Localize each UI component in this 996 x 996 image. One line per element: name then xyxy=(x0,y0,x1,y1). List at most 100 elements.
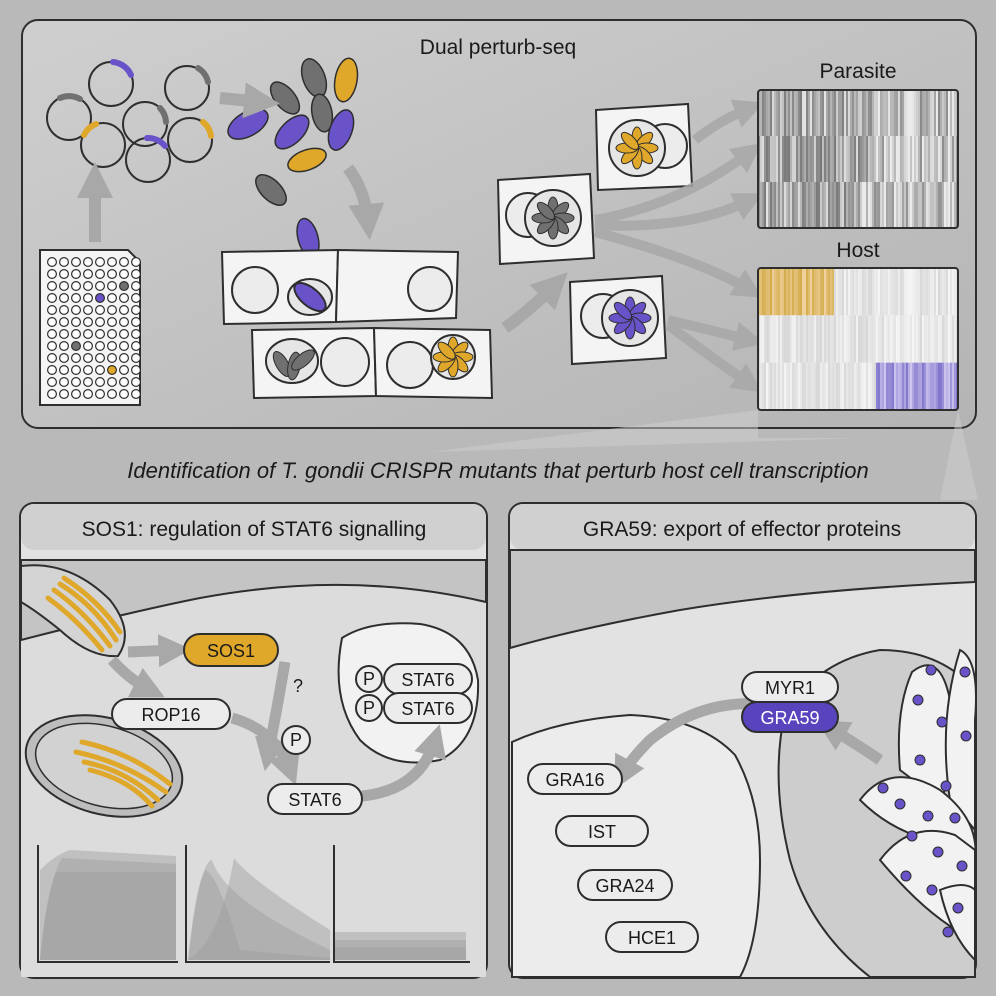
heatmap-cell xyxy=(902,136,904,182)
heatmap-cell xyxy=(798,268,800,316)
well xyxy=(118,329,129,340)
heatmap-cell xyxy=(930,182,932,228)
heatmap-cell xyxy=(776,268,778,316)
heatmap-cell xyxy=(910,90,912,136)
heatmap-cell xyxy=(826,90,828,136)
heatmap-cell xyxy=(814,182,816,228)
heatmap-cell xyxy=(834,315,836,363)
heatmap-cell xyxy=(784,362,786,410)
heatmap-cell xyxy=(768,268,770,316)
heatmap-cell xyxy=(822,90,824,136)
heatmap-cell xyxy=(808,315,810,363)
well xyxy=(58,257,69,268)
hce1-pill: HCE1 xyxy=(605,921,699,953)
myr1-pill: MYR1 xyxy=(741,671,839,703)
stat6-dimer-label-2: STAT6 xyxy=(401,699,454,719)
heatmap-cell xyxy=(888,182,890,228)
well xyxy=(118,317,129,328)
well xyxy=(58,377,69,388)
heatmap-cell xyxy=(906,136,908,182)
heatmap-cell xyxy=(944,136,946,182)
heatmap-cell xyxy=(832,136,834,182)
effector-dot xyxy=(900,870,912,882)
heatmap-cell xyxy=(836,136,838,182)
heatmap-cell xyxy=(822,182,824,228)
heatmap-cell xyxy=(796,90,798,136)
heatmap-cell xyxy=(910,362,912,410)
heatmap-cell xyxy=(896,268,898,316)
heatmap-cell xyxy=(886,268,888,316)
heatmap-cell xyxy=(786,362,788,410)
heatmap-cell xyxy=(762,315,764,363)
heatmap-cell xyxy=(954,268,956,316)
effector-dot xyxy=(906,830,918,842)
well xyxy=(58,281,69,292)
heatmap-cell xyxy=(926,136,928,182)
heatmap-cell xyxy=(856,268,858,316)
heatmap-cell xyxy=(776,362,778,410)
heatmap-cell xyxy=(796,182,798,228)
heatmap-cell xyxy=(794,362,796,410)
heatmap-cell xyxy=(892,362,894,410)
heatmap-cell xyxy=(920,362,922,410)
heatmap-cell xyxy=(880,268,882,316)
well xyxy=(70,329,81,340)
heatmap-cell xyxy=(810,362,812,410)
heatmap-cell xyxy=(800,90,802,136)
heatmap-cell xyxy=(902,362,904,410)
heatmap-cell xyxy=(938,362,940,410)
heatmap-cell xyxy=(802,136,804,182)
heatmap-cell xyxy=(868,136,870,182)
heatmap-cell xyxy=(834,90,836,136)
heatmap-cell xyxy=(926,362,928,410)
well xyxy=(70,269,81,280)
ist-label: IST xyxy=(588,822,616,842)
heatmap-cell xyxy=(948,182,950,228)
stat6-dimer-label-1: STAT6 xyxy=(401,670,454,690)
heatmap-cell xyxy=(936,362,938,410)
heatmap-cell xyxy=(890,90,892,136)
heatmap-cell xyxy=(790,136,792,182)
well xyxy=(58,365,69,376)
heatmap-cell xyxy=(780,268,782,316)
heatmap-cell xyxy=(832,362,834,410)
heatmap-cell xyxy=(872,268,874,316)
heatmap-cell xyxy=(940,268,942,316)
heatmap-cell xyxy=(828,136,830,182)
heatmap-cell xyxy=(822,268,824,316)
heatmap-cell xyxy=(908,136,910,182)
heatmap-cell xyxy=(786,268,788,316)
heatmap-cell xyxy=(798,136,800,182)
heatmap-cell xyxy=(828,268,830,316)
heatmap-cell xyxy=(910,182,912,228)
heatmap-cell xyxy=(866,136,868,182)
heatmap-cell xyxy=(830,315,832,363)
heatmap-cell xyxy=(836,90,838,136)
rop16-label: ROP16 xyxy=(141,705,200,725)
heatmap-cell xyxy=(946,136,948,182)
heatmap-cell xyxy=(850,90,852,136)
heatmap-cell xyxy=(884,362,886,410)
plasmid xyxy=(167,117,213,163)
heatmap-cell xyxy=(912,90,914,136)
heatmap-cell xyxy=(954,90,956,136)
heatmap-cell xyxy=(948,90,950,136)
heatmap-cell xyxy=(818,362,820,410)
heatmap-cell xyxy=(868,315,870,363)
heatmap-cell xyxy=(768,362,770,410)
heatmap-cell xyxy=(864,315,866,363)
heatmap-cell xyxy=(892,136,894,182)
heatmap-cell xyxy=(790,315,792,363)
heatmap-cell xyxy=(836,315,838,363)
heatmap-cell xyxy=(852,182,854,228)
heatmap-cell xyxy=(766,90,768,136)
heatmap-cell xyxy=(846,362,848,410)
heatmap-cell xyxy=(830,362,832,410)
heatmap-cell xyxy=(928,268,930,316)
well xyxy=(94,317,105,328)
heatmap-cell xyxy=(934,136,936,182)
heatmap-cell xyxy=(774,90,776,136)
heatmap-cell xyxy=(886,90,888,136)
heatmap-cell xyxy=(806,362,808,410)
gra16-pill: GRA16 xyxy=(527,763,623,795)
